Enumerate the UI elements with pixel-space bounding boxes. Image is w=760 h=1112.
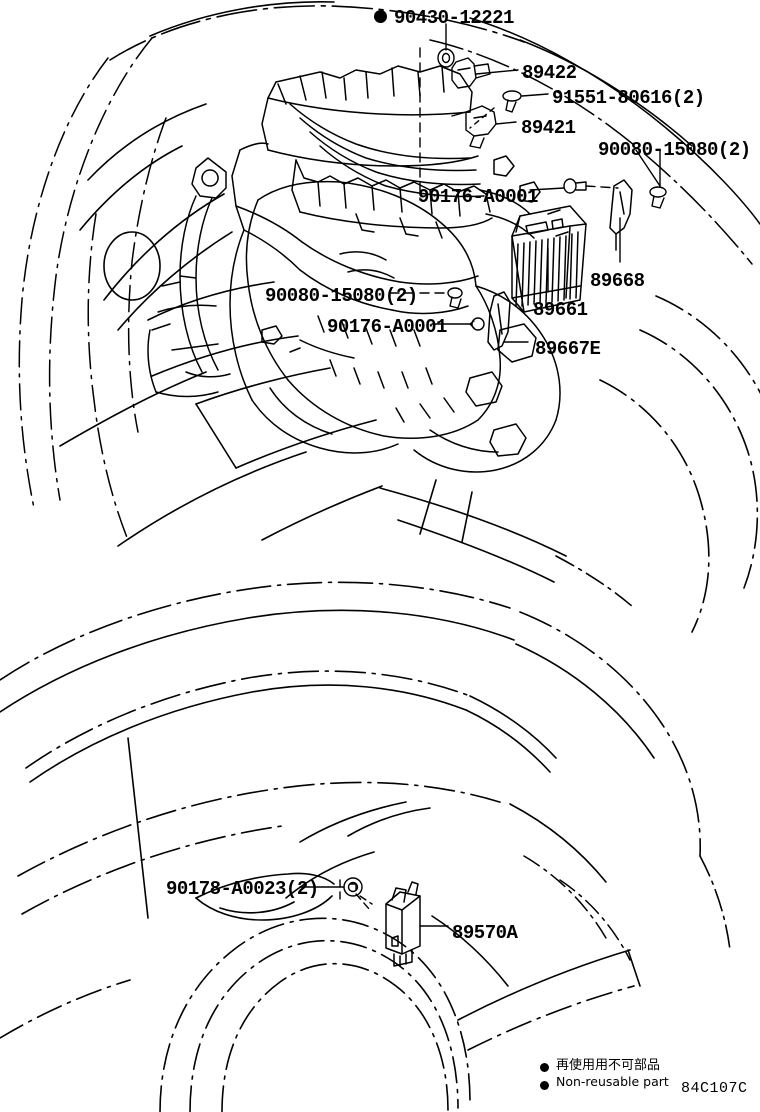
engine-assembly: [147, 65, 569, 473]
rear-wheel-arch: [159, 917, 471, 1112]
front-bumper: [147, 281, 383, 541]
front-cowl-and-windshield: [429, 17, 760, 265]
leader-lines-panel2: [299, 879, 449, 927]
bracket-89667e: [487, 291, 511, 351]
legend-text-japanese: 再使用用不可部品: [556, 1058, 661, 1073]
legend-bullet-japanese: [540, 1063, 549, 1072]
bolt-91551-80616: [502, 90, 522, 113]
front-hood-and-fender: [59, 0, 525, 547]
callout-90176-a0001-lower: 90176-A0001: [327, 316, 447, 338]
bracket-89668: [609, 179, 633, 251]
leader-lines-panel1: [389, 23, 661, 343]
sheet-code: 84C107C: [681, 1080, 748, 1097]
rear-wheel-well-inner: [523, 855, 631, 961]
bolt-90080-15080-right: [649, 186, 667, 209]
legend-text-english: Non-reusable part: [556, 1074, 669, 1090]
front-wheel-arch: [599, 295, 760, 633]
front-body-outline: [18, 37, 167, 541]
callout-89668: 89668: [590, 270, 645, 292]
rear-door-and-quarter-glass: [25, 670, 557, 919]
rear-lower-rocker: [0, 855, 731, 1051]
callout-91551-80616: 91551-80616(2): [552, 87, 705, 109]
front-lower-body: [379, 479, 635, 609]
callout-89667e: 89667E: [535, 338, 601, 360]
callout-90080-15080-right: 90080-15080(2): [598, 139, 751, 161]
callout-90178-a0023: 90178-A0023(2): [166, 878, 319, 900]
bolt-90080-15080-left: [447, 287, 463, 309]
bolt-90176-a0001-upper: [563, 178, 587, 194]
callout-89570a: 89570A: [452, 922, 518, 944]
ecu-module: [511, 205, 587, 313]
callout-89422: 89422: [522, 62, 577, 84]
fastener-90430-12221: [437, 48, 455, 68]
bullet-marker-90430: [374, 10, 387, 23]
legend-block: 再使用用不可部品 Non-reusable part: [556, 1058, 669, 1090]
headlamp-lens: [103, 231, 161, 301]
legend-bullet-english: [540, 1081, 549, 1090]
rear-quarter-panel: [195, 803, 607, 987]
callout-90080-15080-left: 90080-15080(2): [265, 285, 418, 307]
sensor-89570a: [385, 881, 421, 967]
callout-89421: 89421: [521, 117, 576, 139]
rear-body-outline: [0, 581, 702, 857]
sensor-89422: [451, 57, 491, 89]
callout-90430-12221: 90430-12221: [394, 7, 514, 29]
clip-90178-a0023: [343, 877, 363, 897]
rear-body-side-lines: [17, 781, 507, 915]
callout-89661: 89661: [533, 299, 588, 321]
callout-90176-a0001-upper: 90176-A0001: [418, 186, 538, 208]
